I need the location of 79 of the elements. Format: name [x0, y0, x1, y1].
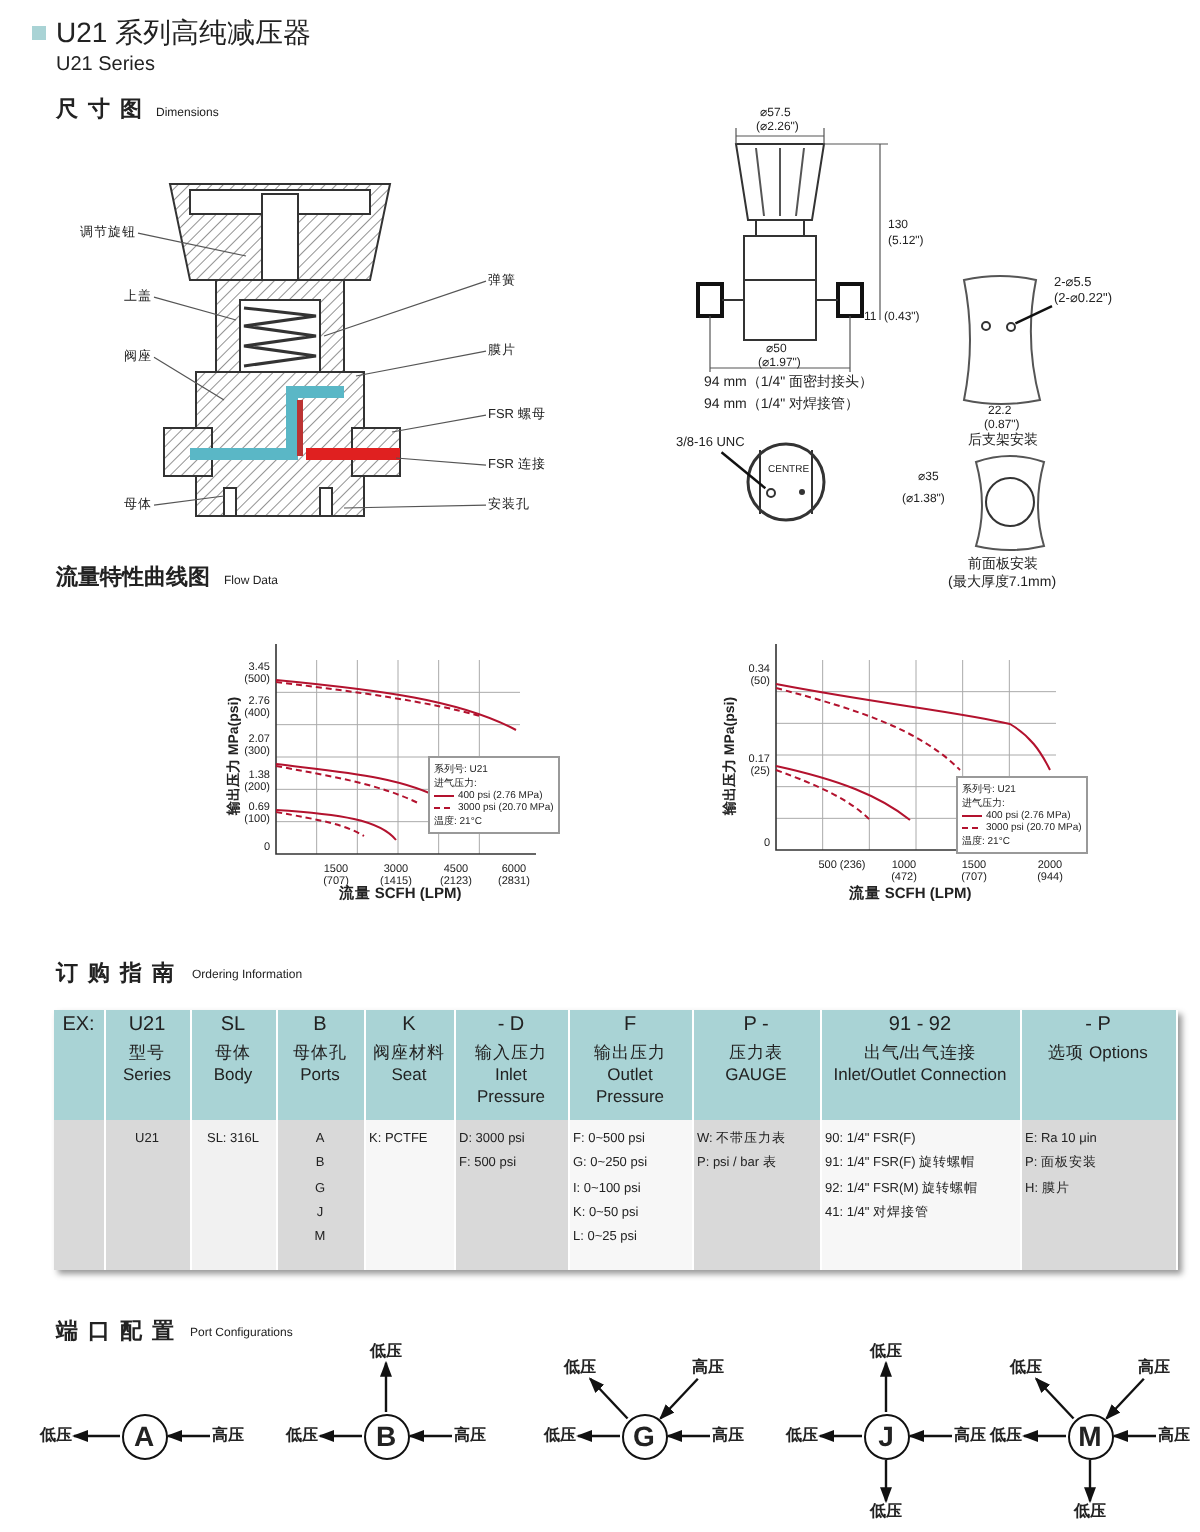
- leader-line: [153, 296, 237, 321]
- arrow: [1084, 1460, 1096, 1504]
- cell-text: 型号 Series: [120, 1042, 174, 1087]
- arrow: [576, 1430, 620, 1442]
- arrow: [318, 1430, 362, 1442]
- leader-line: [153, 495, 225, 506]
- cell-text: 阀座材料 Seat: [371, 1042, 447, 1087]
- pressure-label: 低压: [1010, 1359, 1042, 1377]
- pressure-label: 高压: [712, 1427, 744, 1445]
- leader-line: [395, 457, 487, 466]
- arrow: [166, 1430, 210, 1442]
- cell-text: P -: [743, 1012, 769, 1038]
- arrow: [1034, 1377, 1075, 1420]
- leader-line: [355, 350, 487, 377]
- pressure-label: 低压: [870, 1503, 902, 1521]
- subtitle: U21 Series: [56, 54, 155, 77]
- arrow: [818, 1430, 862, 1442]
- leader-line: [391, 414, 487, 433]
- pressure-label: 低压: [786, 1427, 818, 1445]
- section-heading: 尺寸图: [56, 98, 152, 124]
- cell-text: U21: [128, 1012, 166, 1038]
- pressure-label: 高压: [692, 1359, 724, 1377]
- cell-text: SL: [220, 1012, 246, 1038]
- pressure-label: 高压: [1138, 1359, 1170, 1377]
- port-circle: A: [121, 1413, 167, 1459]
- cell-text: 压力表 GAUGE: [723, 1042, 789, 1087]
- leader-line: [343, 504, 487, 509]
- pressure-label: 低压: [40, 1427, 72, 1445]
- cell-text: 母体孔 Ports: [291, 1042, 349, 1087]
- pressure-label: 高压: [212, 1427, 244, 1445]
- pressure-label: 高压: [454, 1427, 486, 1445]
- leader-line: [153, 356, 225, 401]
- connector-line: [720, 451, 767, 490]
- cell-text: F: [623, 1012, 637, 1038]
- mounting-hole: [765, 487, 775, 497]
- pressure-label: 高压: [954, 1427, 986, 1445]
- pressure-label: 低压: [286, 1427, 318, 1445]
- arrow: [380, 1360, 392, 1412]
- pressure-label: 低压: [990, 1427, 1022, 1445]
- pressure-label: 低压: [1074, 1503, 1106, 1521]
- mounting-hole: [1005, 321, 1015, 331]
- cell-text: EX:: [62, 1012, 95, 1038]
- cell-text: K: [402, 1012, 416, 1038]
- arrow: [1112, 1430, 1156, 1442]
- arrow: [659, 1377, 699, 1420]
- arrow: [72, 1430, 120, 1442]
- port-circle: G: [621, 1413, 667, 1459]
- connector-line: [1014, 305, 1053, 325]
- cell-text: 输出压力 Outlet Pressure: [592, 1042, 668, 1109]
- arrow: [408, 1430, 452, 1442]
- arrow: [666, 1430, 710, 1442]
- leader-line: [323, 280, 487, 337]
- port-circle: J: [863, 1413, 909, 1459]
- section-heading: 流量特性曲线图: [56, 566, 210, 592]
- arrow: [880, 1460, 892, 1504]
- cell-text: 出气/出气连接 Inlet/Outlet Connection: [831, 1042, 1009, 1087]
- port-circle: M: [1067, 1413, 1113, 1459]
- cell-text: - P: [1085, 1012, 1111, 1038]
- section-heading: 端口配置: [56, 1320, 184, 1346]
- pressure-label: 低压: [544, 1427, 576, 1445]
- arrow: [588, 1377, 629, 1420]
- title: U21 系列高纯减压器: [56, 16, 312, 49]
- cell-text: 选项 Options: [1046, 1042, 1150, 1065]
- arrow: [908, 1430, 952, 1442]
- pressure-label: 低压: [870, 1343, 902, 1361]
- arrow: [1105, 1377, 1145, 1420]
- port-circle: B: [363, 1413, 409, 1459]
- cell-text: - D: [497, 1012, 525, 1038]
- pressure-label: 低压: [370, 1343, 402, 1361]
- cell-text: 母体 Body: [211, 1042, 255, 1087]
- pressure-label: 高压: [1158, 1427, 1190, 1445]
- cell-text: 91 - 92: [888, 1012, 952, 1038]
- arrow: [880, 1360, 892, 1412]
- section-heading: 订购指南: [56, 962, 184, 988]
- cell-text: B: [313, 1012, 327, 1038]
- pressure-label: 低压: [564, 1359, 596, 1377]
- leader-line: [137, 232, 247, 257]
- cell-text: 输入压力 Inlet Pressure: [473, 1042, 549, 1109]
- arrow: [1022, 1430, 1066, 1442]
